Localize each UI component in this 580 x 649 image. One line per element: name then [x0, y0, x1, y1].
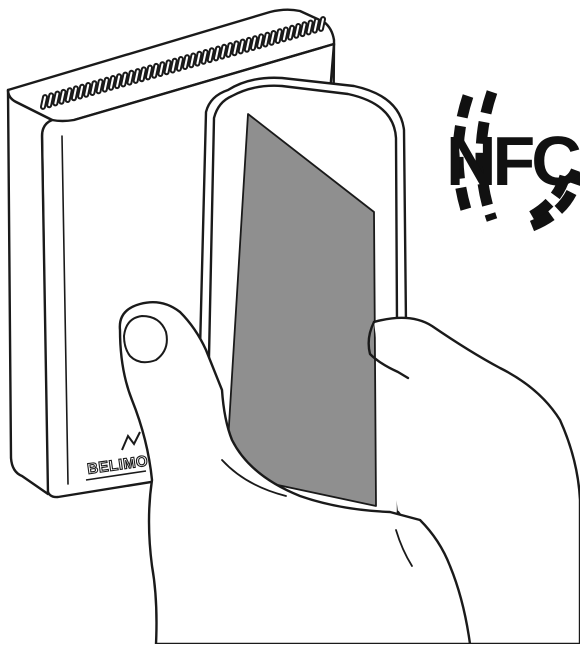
nfc-logo-text: NFC: [446, 122, 580, 200]
nfc-logo: NFC: [446, 92, 580, 226]
